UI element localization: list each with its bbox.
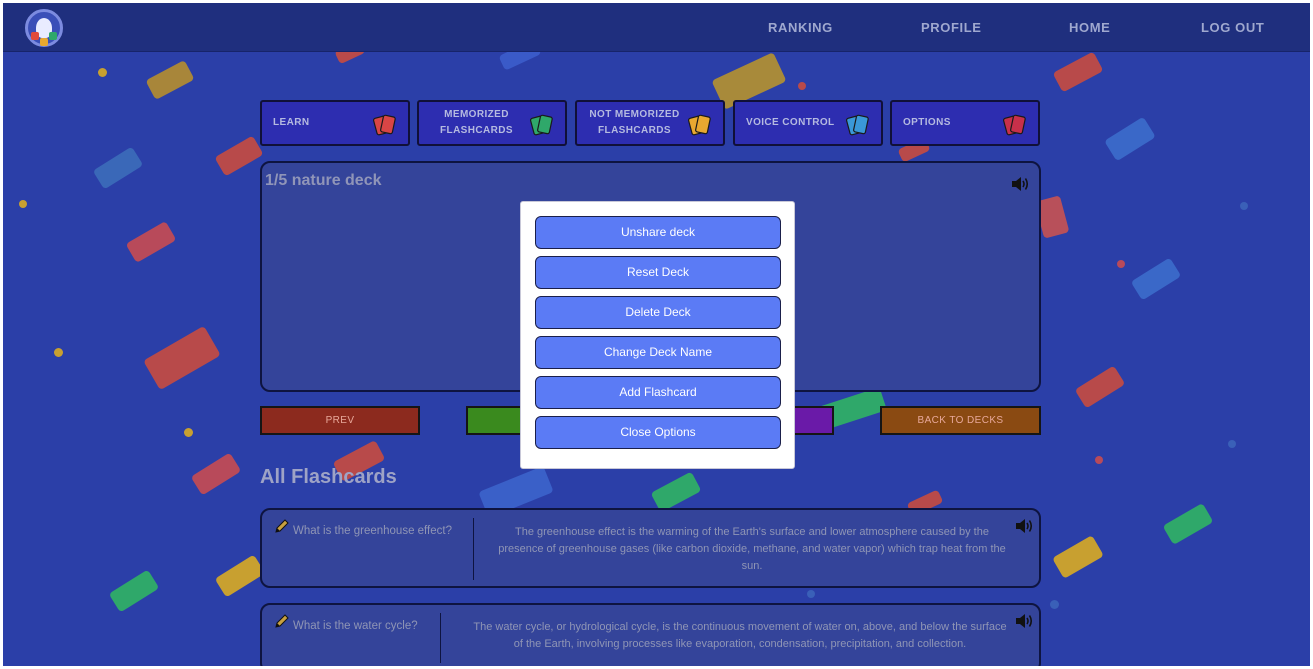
flashcard-row[interactable]: What is the greenhouse effect? The green… [260,508,1041,588]
cards-icon [845,114,869,136]
flashcard-divider [440,613,441,663]
confetti-dot [1117,260,1125,268]
not-memorized-flashcards-button[interactable]: NOT MEMORIZED FLASHCARDS [575,100,725,146]
back-to-decks-button[interactable]: BACK TO DECKS [880,406,1041,435]
speaker-icon[interactable] [1014,612,1034,630]
confetti-dot [1240,202,1248,210]
confetti-shape [1052,535,1104,579]
pencil-icon[interactable] [274,518,290,534]
cards-icon [372,114,396,136]
confetti-shape [1074,365,1126,409]
confetti-shape [214,554,266,598]
cards-icon [687,114,711,136]
reset-deck-button[interactable]: Reset Deck [535,256,781,289]
speaker-icon[interactable] [1010,175,1030,193]
prev-button[interactable]: PREV [260,406,420,435]
top-navbar: RANKING PROFILE HOME LOG OUT [3,3,1310,52]
options-modal: Unshare deck Reset Deck Delete Deck Chan… [520,201,795,469]
mode-label: NOT MEMORIZED FLASHCARDS [589,109,680,136]
nav-logout[interactable]: LOG OUT [1201,20,1265,35]
nav-home[interactable]: HOME [1069,20,1111,35]
cards-icon [1002,114,1026,136]
confetti-dot [54,348,63,357]
flashcard-answer: The greenhouse effect is the warming of … [498,526,1006,572]
add-flashcard-button[interactable]: Add Flashcard [535,376,781,409]
mode-label: LEARN [273,117,310,128]
flashcard-question: What is the greenhouse effect? [293,525,452,537]
confetti-dot [19,200,27,208]
flashcard-row[interactable]: What is the water cycle? The water cycle… [260,603,1041,666]
flashcard-answer: The water cycle, or hydrological cycle, … [473,621,1007,650]
unshare-deck-button[interactable]: Unshare deck [535,216,781,249]
all-flashcards-heading: All Flashcards [260,466,397,488]
memorized-flashcards-button[interactable]: MEMORIZED FLASHCARDS [417,100,567,146]
pencil-icon[interactable] [274,613,290,629]
cards-icon [529,114,553,136]
learn-mode-button[interactable]: LEARN [260,100,410,146]
confetti-dot [1228,440,1236,448]
confetti-shape [190,452,242,496]
confetti-shape [1130,257,1182,301]
confetti-shape [214,135,264,177]
mode-label: MEMORIZED FLASHCARDS [440,109,513,136]
flashcard-question: What is the water cycle? [293,620,418,632]
options-button[interactable]: OPTIONS [890,100,1040,146]
flashcard-divider [473,518,474,580]
close-options-button[interactable]: Close Options [535,416,781,449]
confetti-dot [184,428,193,437]
confetti-shape [143,325,221,391]
speaker-icon[interactable] [1014,517,1034,535]
confetti-shape [650,471,702,513]
mode-label: VOICE CONTROL [746,117,835,128]
confetti-shape [1162,502,1214,546]
confetti-shape [108,569,160,613]
app-frame: RANKING PROFILE HOME LOG OUT LEARN MEMOR… [3,3,1310,666]
confetti-dot [1095,456,1103,464]
confetti-shape [145,59,195,101]
app-logo-icon[interactable] [25,9,63,47]
confetti-dot [807,590,815,598]
confetti-shape [92,146,144,190]
confetti-shape [1052,51,1104,93]
nav-ranking[interactable]: RANKING [768,20,833,35]
next-button[interactable] [466,406,526,435]
mode-label: OPTIONS [903,117,951,128]
voice-control-button[interactable]: VOICE CONTROL [733,100,883,146]
deck-progress-title: 1/5 nature deck [265,172,382,189]
confetti-shape [1104,116,1156,162]
nav-profile[interactable]: PROFILE [921,20,982,35]
confetti-shape [125,220,177,264]
confetti-dot [1050,600,1059,609]
confetti-dot [98,68,107,77]
change-deck-name-button[interactable]: Change Deck Name [535,336,781,369]
delete-deck-button[interactable]: Delete Deck [535,296,781,329]
confetti-dot [798,82,806,90]
